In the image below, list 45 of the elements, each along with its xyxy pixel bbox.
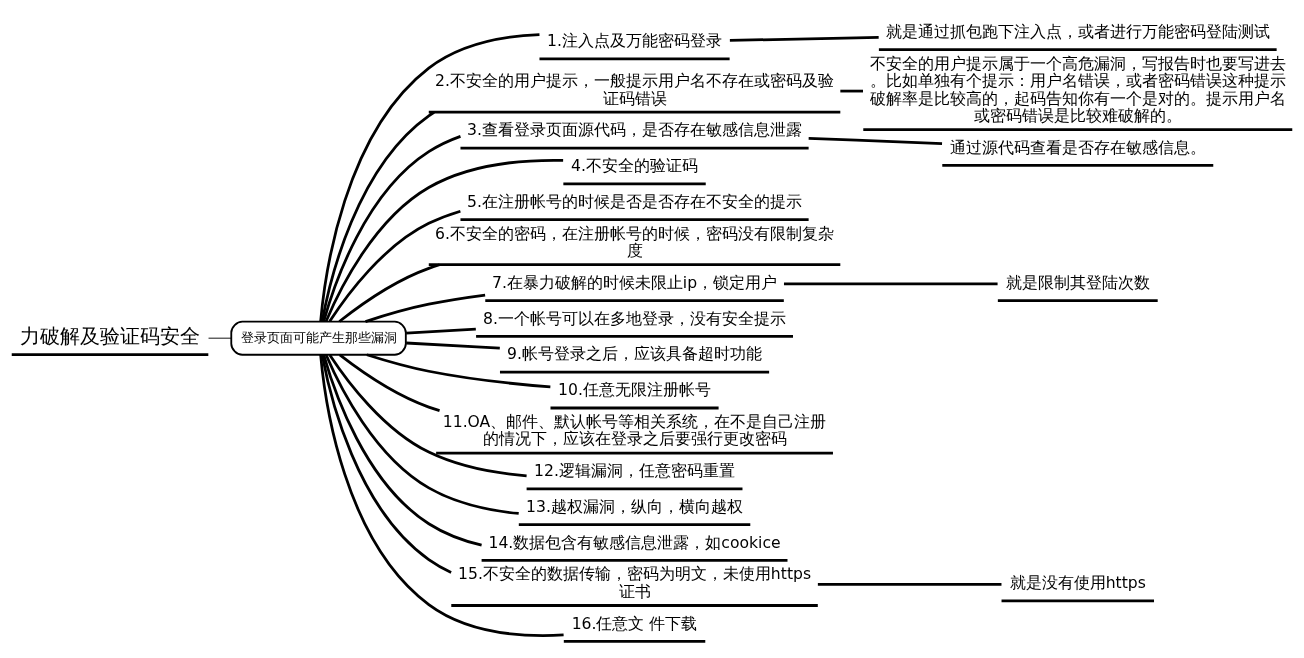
connector [338,263,440,323]
connector [366,353,551,389]
node-text: 3.查看登录页面源代码，是否存在敏感信息泄露 [467,121,802,140]
connector [320,354,452,574]
connector [808,136,943,145]
node-text: 就是限制其登陆次数 [1005,273,1150,292]
connector [406,327,476,335]
connector [328,209,461,323]
connector [406,341,500,350]
node-text: 16.任意文 件下载 [571,614,698,633]
node-text: 4.不安全的验证码 [571,157,698,176]
connector [784,282,998,286]
node-text: 12.逻辑漏洞，任意密码重置 [534,462,735,481]
node-text: 15.不安全的数据传输，密码为明文，未使用https证书 [458,565,812,601]
node-text: 7.在暴力破解的时候未限止ip，锁定用户 [491,273,778,292]
connector [320,111,435,322]
node-text: 不安全的用户提示属于一个高危漏洞，写报告时也要写进去。比如单独有个提示：用户名错误，或者密码错误这种提示破解率是比较高的，起码告知你有一个是对的。提示用户名或密码错误是比较难破解的。 [869,54,1286,126]
connector [365,293,486,323]
connector [729,35,879,42]
connector [817,583,1002,586]
connector [324,158,564,322]
node-box: 登录页面可能产生那些漏洞 [230,320,407,356]
connector [322,135,461,322]
connector [840,89,863,93]
node-text: 14.数据包含有敏感信息泄露，如cookice [488,533,781,552]
connector [324,354,519,515]
node-text: 通过源代码查看是否存在敏感信息。 [949,138,1206,157]
node-text: 9.帐号登录之后，应该具备超时功能 [507,345,762,364]
connector [338,353,440,412]
node-text: 13.越权漏洞，纵向，横向越权 [526,497,743,516]
connector [322,354,482,547]
node-text: 10.任意无限注册帐号 [558,381,711,400]
node-text: 2.不安全的用户提示，一般提示用户名不存在或密码及验证码错误 [435,72,834,108]
node-text: 8.一个帐号可以在多地登录，没有安全提示 [483,309,786,328]
connector [328,354,527,478]
node-text: 就是没有使用https [1009,574,1146,593]
node-text: 1.注入点及万能密码登录 [547,32,722,51]
node-text: 6.不安全的密码，在注册帐号的时候，密码没有限制复杂度 [435,224,834,261]
node-text: 5.在注册帐号的时候是否是否存在不安全的提示 [467,192,802,211]
connector [319,354,564,637]
node-text: 力破解及验证码安全 [20,324,201,349]
connector [319,33,540,322]
node-text: 11.OA、邮件、默认帐号等相关系统，在不是自己注册的情况下，应该在登录之后要强行更改密码 [442,412,827,449]
connector [208,337,232,339]
node-text: 就是通过抓包跑下注入点，或者进行万能密码登陆测试 [885,22,1270,41]
